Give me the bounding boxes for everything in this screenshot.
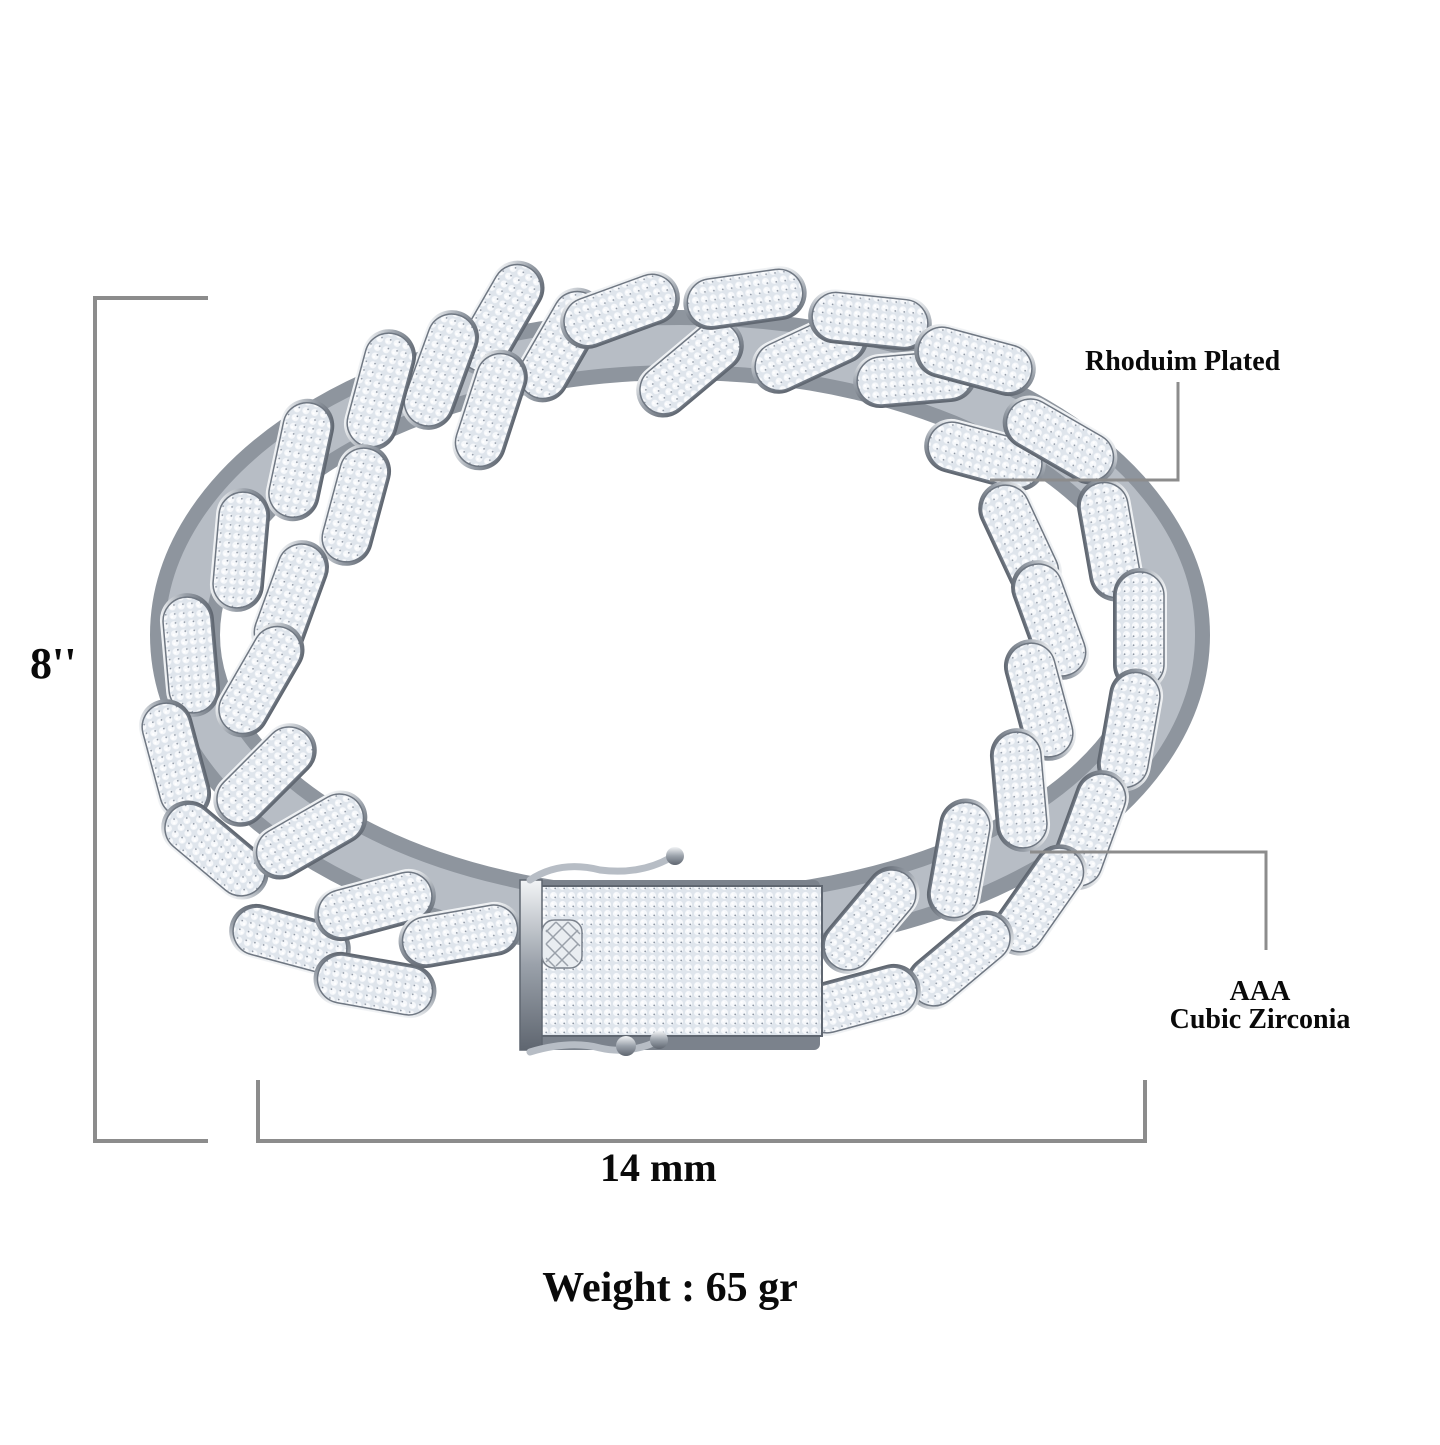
stones-type: Cubic Zirconia: [1169, 1004, 1351, 1035]
plating-callout-line: [990, 382, 1180, 482]
clasp-push-tab: [541, 919, 583, 969]
length-label: 8'': [30, 639, 77, 688]
weight-label: Weight : 65 gr: [542, 1265, 798, 1311]
plating-callout-label: Rhoduim Plated: [1085, 346, 1281, 377]
stones-grade: AAA: [1229, 976, 1291, 1007]
width-label: 14 mm: [600, 1145, 717, 1190]
width-dimension-bracket: [256, 1080, 1147, 1143]
box-clasp: [519, 847, 823, 1056]
stones-callout-line: [1030, 850, 1268, 950]
height-dimension-bracket: [93, 296, 208, 1143]
stones-callout-label: AAA Cubic Zirconia: [1130, 978, 1390, 1034]
